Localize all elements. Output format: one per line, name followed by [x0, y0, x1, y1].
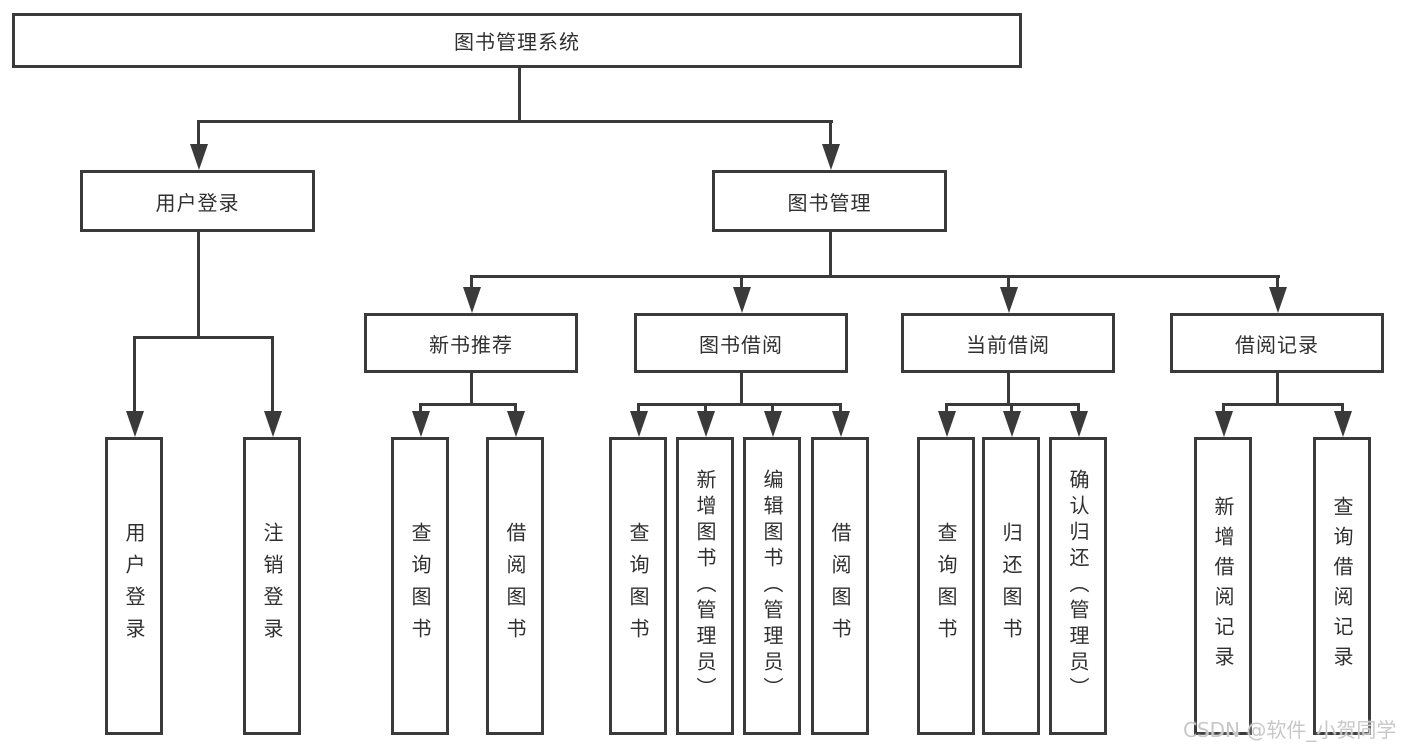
arrow-down-icon [822, 144, 840, 170]
node-book-borrowing-label: 图书借阅 [699, 332, 783, 357]
arrow-down-icon [832, 411, 850, 437]
connector-to-book-borrowing [740, 278, 743, 289]
connector-leaf-line [1341, 406, 1344, 413]
arrow-down-icon [630, 411, 648, 437]
node-root-system: 图书管理系统 [12, 13, 1022, 68]
leaf-borrow-books-recommend-label: 借阅图书 [503, 522, 527, 650]
connector-to-borrowing-records [1276, 278, 1279, 289]
connector-leaf-line [514, 406, 517, 413]
arrow-down-icon [733, 287, 751, 313]
leaf-user-login: 用户登录 [105, 437, 163, 735]
node-current-borrowing-label: 当前借阅 [966, 332, 1050, 357]
connector-user-login-stem [197, 232, 200, 339]
node-borrowing-records: 借阅记录 [1170, 313, 1384, 373]
node-book-borrowing: 图书借阅 [634, 313, 848, 373]
connector-to-leaf-user-login [133, 339, 136, 413]
arrow-down-icon [1215, 411, 1233, 437]
leaf-edit-books-admin-label: 编辑图书（管理员） [760, 469, 784, 703]
arrow-down-icon [126, 411, 144, 437]
leaf-add-borrow-record-label: 新增借阅记录 [1211, 496, 1235, 676]
leaf-borrow-books-recommend: 借阅图书 [486, 437, 544, 735]
leaf-query-books-recommend-label: 查询图书 [408, 522, 432, 650]
node-root-label: 图书管理系统 [454, 30, 580, 54]
leaf-query-books-borrow: 查询图书 [609, 437, 667, 735]
leaf-confirm-return-admin: 确认归还（管理员） [1049, 437, 1107, 735]
node-book-management: 图书管理 [712, 170, 947, 232]
leaf-logout-login-label: 注销登录 [260, 522, 284, 650]
arrow-down-icon [1070, 411, 1088, 437]
connector-book-management-hbar [470, 275, 1280, 278]
connector-leaf-line [1077, 406, 1080, 413]
connector-root-hbar [197, 120, 833, 123]
connector-leaf-line [1222, 406, 1225, 413]
leaf-add-borrow-record: 新增借阅记录 [1194, 437, 1252, 735]
connector-leaf-line [945, 406, 948, 413]
leaf-query-books-current-label: 查询图书 [934, 522, 958, 650]
connector-book-borrowing-hbar [637, 403, 842, 406]
connector-to-book-management [829, 123, 832, 147]
leaf-add-books-admin: 新增图书（管理员） [676, 437, 734, 735]
connector-root-stem [518, 68, 521, 123]
leaf-query-books-current: 查询图书 [917, 437, 975, 735]
node-new-book-recommend: 新书推荐 [364, 313, 578, 373]
leaf-borrow-books-label: 借阅图书 [828, 522, 852, 650]
arrow-down-icon [412, 411, 430, 437]
node-user-login-label: 用户登录 [155, 190, 240, 215]
leaf-logout-login: 注销登录 [243, 437, 301, 735]
leaf-return-books-label: 归还图书 [999, 522, 1023, 650]
arrow-down-icon [463, 287, 481, 313]
leaf-add-books-admin-label: 新增图书（管理员） [693, 469, 717, 703]
connector-book-borrowing-stem [740, 373, 743, 406]
connector-to-user-login [197, 123, 200, 147]
connector-borrowing-records-stem [1276, 373, 1279, 406]
node-book-management-label: 图书管理 [787, 190, 872, 215]
node-user-login: 用户登录 [80, 170, 315, 232]
connector-user-login-hbar [133, 336, 274, 339]
arrow-down-icon [1000, 287, 1018, 313]
connector-leaf-line [1010, 406, 1013, 413]
arrow-down-icon [764, 411, 782, 437]
leaf-query-books-borrow-label: 查询图书 [626, 522, 650, 650]
connector-book-management-stem [829, 232, 832, 278]
connector-leaf-line [771, 406, 774, 413]
connector-current-borrowing-stem [1007, 373, 1010, 406]
connector-new-book-hbar [419, 403, 517, 406]
arrow-down-icon [1334, 411, 1352, 437]
leaf-edit-books-admin: 编辑图书（管理员） [743, 437, 801, 735]
leaf-query-borrow-record-label: 查询借阅记录 [1330, 496, 1354, 676]
arrow-down-icon [190, 144, 208, 170]
connector-new-book-stem [470, 373, 473, 406]
leaf-borrow-books: 借阅图书 [811, 437, 869, 735]
leaf-query-borrow-record: 查询借阅记录 [1313, 437, 1371, 735]
arrow-down-icon [264, 411, 282, 437]
arrow-down-icon [1269, 287, 1287, 313]
connector-leaf-line [704, 406, 707, 413]
node-borrowing-records-label: 借阅记录 [1235, 332, 1319, 357]
connector-leaf-line [637, 406, 640, 413]
connector-current-borrowing-hbar [945, 403, 1080, 406]
arrow-down-icon [697, 411, 715, 437]
arrow-down-icon [507, 411, 525, 437]
leaf-query-books-recommend: 查询图书 [391, 437, 449, 735]
leaf-confirm-return-admin-label: 确认归还（管理员） [1066, 469, 1090, 703]
connector-borrowing-records-hbar [1222, 403, 1344, 406]
connector-to-leaf-logout [271, 339, 274, 413]
connector-leaf-line [419, 406, 422, 413]
arrow-down-icon [938, 411, 956, 437]
connector-to-current-borrowing [1007, 278, 1010, 289]
connector-leaf-line [839, 406, 842, 413]
arrow-down-icon [1003, 411, 1021, 437]
connector-to-new-book [470, 278, 473, 289]
node-current-borrowing: 当前借阅 [901, 313, 1115, 373]
leaf-return-books: 归还图书 [982, 437, 1040, 735]
leaf-user-login-label: 用户登录 [122, 522, 146, 650]
node-new-book-recommend-label: 新书推荐 [429, 332, 513, 357]
